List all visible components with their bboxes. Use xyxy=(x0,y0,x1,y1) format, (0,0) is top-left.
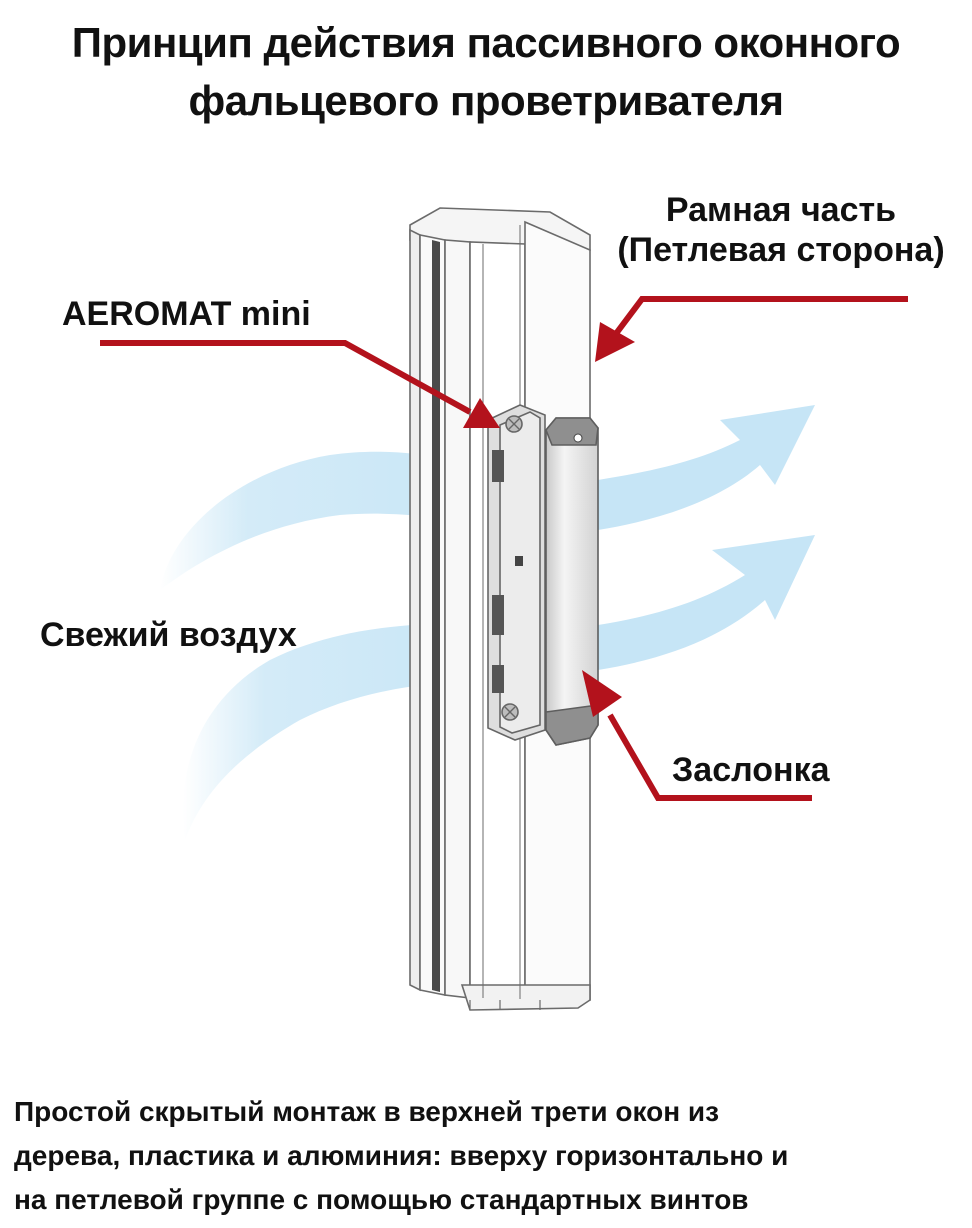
page-title: Принцип действия пассивного оконного фал… xyxy=(0,14,972,130)
air-stream-lower-right xyxy=(598,535,815,670)
flap-label: Заслонка xyxy=(672,751,830,789)
arrow-aeromat xyxy=(100,340,472,415)
fresh-air-label: Свежий воздух xyxy=(40,616,297,654)
caption-line-2: дерева, пластика и алюминия: вверху гори… xyxy=(14,1140,789,1171)
aeromat-mini-device xyxy=(487,404,546,741)
title-line-1: Принцип действия пассивного оконного xyxy=(71,19,901,66)
aeromat-label: AEROMAT mini xyxy=(62,295,311,333)
frame-label-line-1: Рамная часть xyxy=(665,191,897,229)
arrow-flap xyxy=(607,713,812,801)
frame-label: Рамная часть (Петлевая сторона) xyxy=(596,190,966,270)
caption-line-1: Простой скрытый монтаж в верхней трети о… xyxy=(14,1096,720,1127)
frame-label-line-2: (Петлевая сторона) xyxy=(617,231,945,269)
caption-line-3: на петлевой группе с помощью стандартных… xyxy=(14,1184,749,1215)
title-line-2: фальцевого проветривателя xyxy=(188,77,784,124)
callout-arrows xyxy=(100,296,908,801)
arrow-frame xyxy=(612,296,908,337)
installation-caption: Простой скрытый монтаж в верхней трети о… xyxy=(14,1090,964,1222)
air-stream-upper-right xyxy=(598,405,815,530)
